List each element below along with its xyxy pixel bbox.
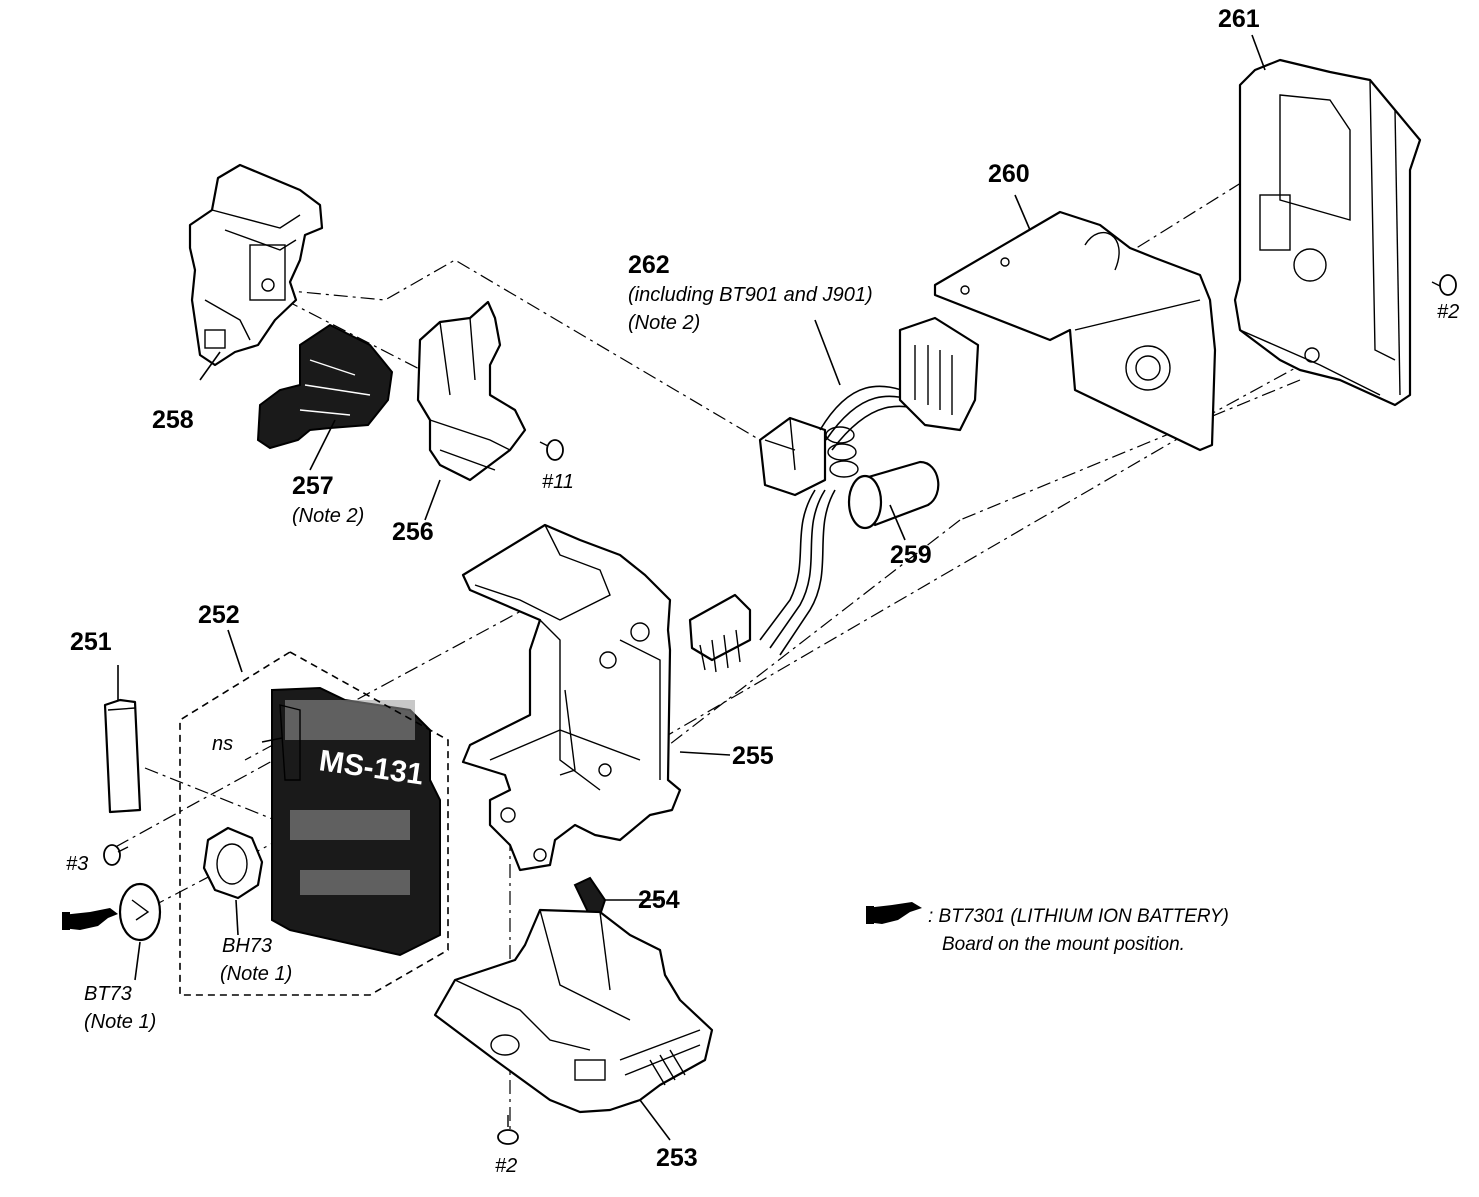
- part-261-frame: [1233, 58, 1422, 407]
- part-253-assembly: [433, 908, 714, 1114]
- screw-2-bottom: [497, 1115, 519, 1145]
- label-253: 253: [656, 1144, 698, 1172]
- note-bh73: (Note 1): [220, 963, 292, 985]
- screw-11: [539, 439, 564, 461]
- label-screw-11: #11: [542, 471, 574, 493]
- label-256: 256: [392, 518, 434, 546]
- label-258: 258: [152, 406, 194, 434]
- label-251: 251: [70, 628, 112, 656]
- part-bt73-battery: [118, 882, 162, 942]
- part-260-plate: [933, 210, 1217, 452]
- label-bt73: BT73: [84, 983, 132, 1005]
- legend-line-2: Board on the mount position.: [942, 934, 1185, 955]
- part-258-bracket: [188, 163, 324, 367]
- label-257: 257: [292, 472, 334, 500]
- part-255-chassis: [461, 523, 682, 872]
- note-257: (Note 2): [292, 505, 364, 527]
- part-259-battery-cylinder: [847, 460, 940, 530]
- label-252: 252: [198, 601, 240, 629]
- part-254-clip: [573, 876, 607, 917]
- label-255: 255: [732, 742, 774, 770]
- part-256-bracket: [416, 300, 527, 482]
- note-262-including: (including BT901 and J901): [628, 284, 873, 306]
- pointing-hand-icon: [62, 908, 118, 930]
- leader-lines: [117, 34, 1266, 1141]
- screw-2-top: [1431, 274, 1457, 296]
- label-259: 259: [890, 541, 932, 569]
- part-252-board: MS-131: [271, 686, 441, 957]
- label-ns: ns: [212, 733, 233, 755]
- label-254: 254: [638, 886, 680, 914]
- part-262-harness: [688, 316, 980, 673]
- note-262: (Note 2): [628, 312, 700, 334]
- part-251-tape: [103, 698, 142, 814]
- label-screw-2-top: #2: [1437, 301, 1459, 323]
- part-bh73-holder: [202, 826, 264, 900]
- label-bh73: BH73: [222, 935, 272, 957]
- group-252-bracket: [179, 651, 449, 996]
- screw-3: [103, 844, 129, 866]
- legend-line-1: : BT7301 (LITHIUM ION BATTERY): [928, 906, 1229, 927]
- part-257-flex-board: [256, 323, 394, 450]
- label-screw-3: #3: [66, 853, 88, 875]
- label-260: 260: [988, 160, 1030, 188]
- label-261: 261: [1218, 5, 1260, 33]
- legend-pointing-hand-icon: [866, 902, 922, 924]
- note-bt73: (Note 1): [84, 1011, 156, 1033]
- label-262: 262: [628, 251, 670, 279]
- label-screw-2-bottom: #2: [495, 1155, 517, 1177]
